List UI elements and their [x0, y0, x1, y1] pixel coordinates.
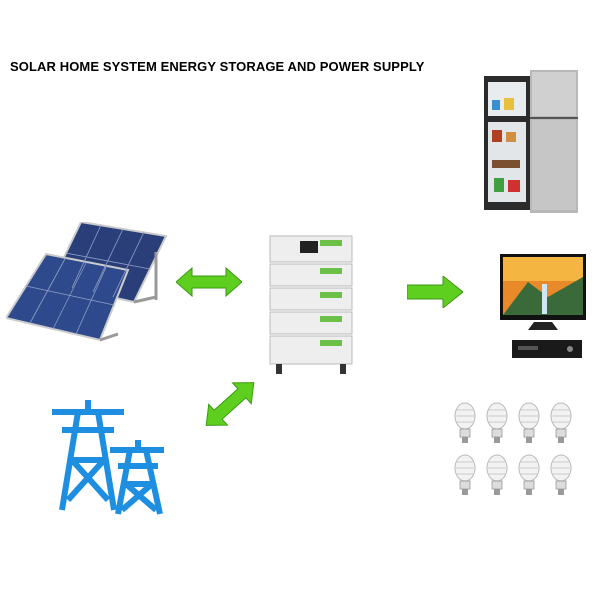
- bidirectional-arrow-grid-battery: [205, 382, 255, 426]
- bidirectional-arrow-solar-battery: [176, 266, 242, 298]
- refrigerator-icon: [484, 70, 578, 213]
- television-icon: [500, 254, 586, 358]
- diagram-title: SOLAR HOME SYSTEM ENERGY STORAGE AND POW…: [10, 59, 425, 74]
- arrow-battery-to-loads: [407, 276, 463, 308]
- light-bulbs-icon: [454, 402, 572, 496]
- power-grid-towers-icon: [52, 400, 164, 515]
- battery-storage-icon: [269, 235, 353, 374]
- solar-panels-icon: [6, 222, 168, 342]
